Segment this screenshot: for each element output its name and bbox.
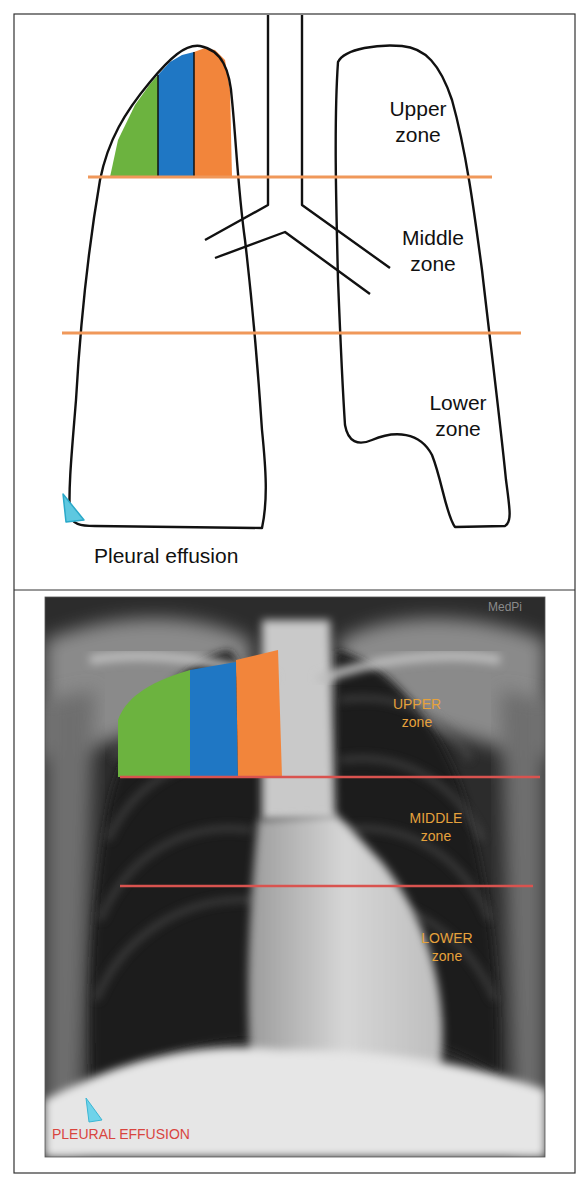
zone-label: Lower zone <box>418 390 498 443</box>
apex-segment <box>110 75 158 177</box>
left-lung-outline <box>336 46 510 527</box>
right-lung-outline <box>69 46 265 528</box>
effusion-marker <box>86 1098 102 1122</box>
apex-segment <box>236 650 282 777</box>
xray-frame <box>45 597 545 1157</box>
apex-segment <box>118 670 190 777</box>
zone-label: MIDDLE zone <box>396 810 476 845</box>
schematic-panel <box>62 15 521 528</box>
figure-frame <box>14 14 575 1173</box>
effusion-marker <box>63 494 84 522</box>
zone-label: Upper zone <box>378 96 458 149</box>
zone-divider <box>88 176 492 179</box>
apex-segment <box>158 52 194 177</box>
apex-segment <box>190 662 238 777</box>
zone-label: Middle zone <box>388 225 478 278</box>
zone-divider <box>120 776 540 779</box>
watermark: MedPi <box>488 600 544 615</box>
chest-xray <box>45 597 545 1157</box>
panel-divider <box>14 590 575 591</box>
bronchus-wall <box>215 232 370 294</box>
finding-label: Pleural effusion <box>94 543 294 569</box>
trachea-wall <box>205 15 268 240</box>
trachea-wall <box>302 15 390 268</box>
finding-label: PLEURAL EFFUSION <box>52 1126 252 1144</box>
zone-divider <box>120 885 533 888</box>
zone-label: UPPER zone <box>382 696 452 731</box>
zone-divider <box>62 332 521 335</box>
zone-label: LOWER zone <box>412 930 482 965</box>
